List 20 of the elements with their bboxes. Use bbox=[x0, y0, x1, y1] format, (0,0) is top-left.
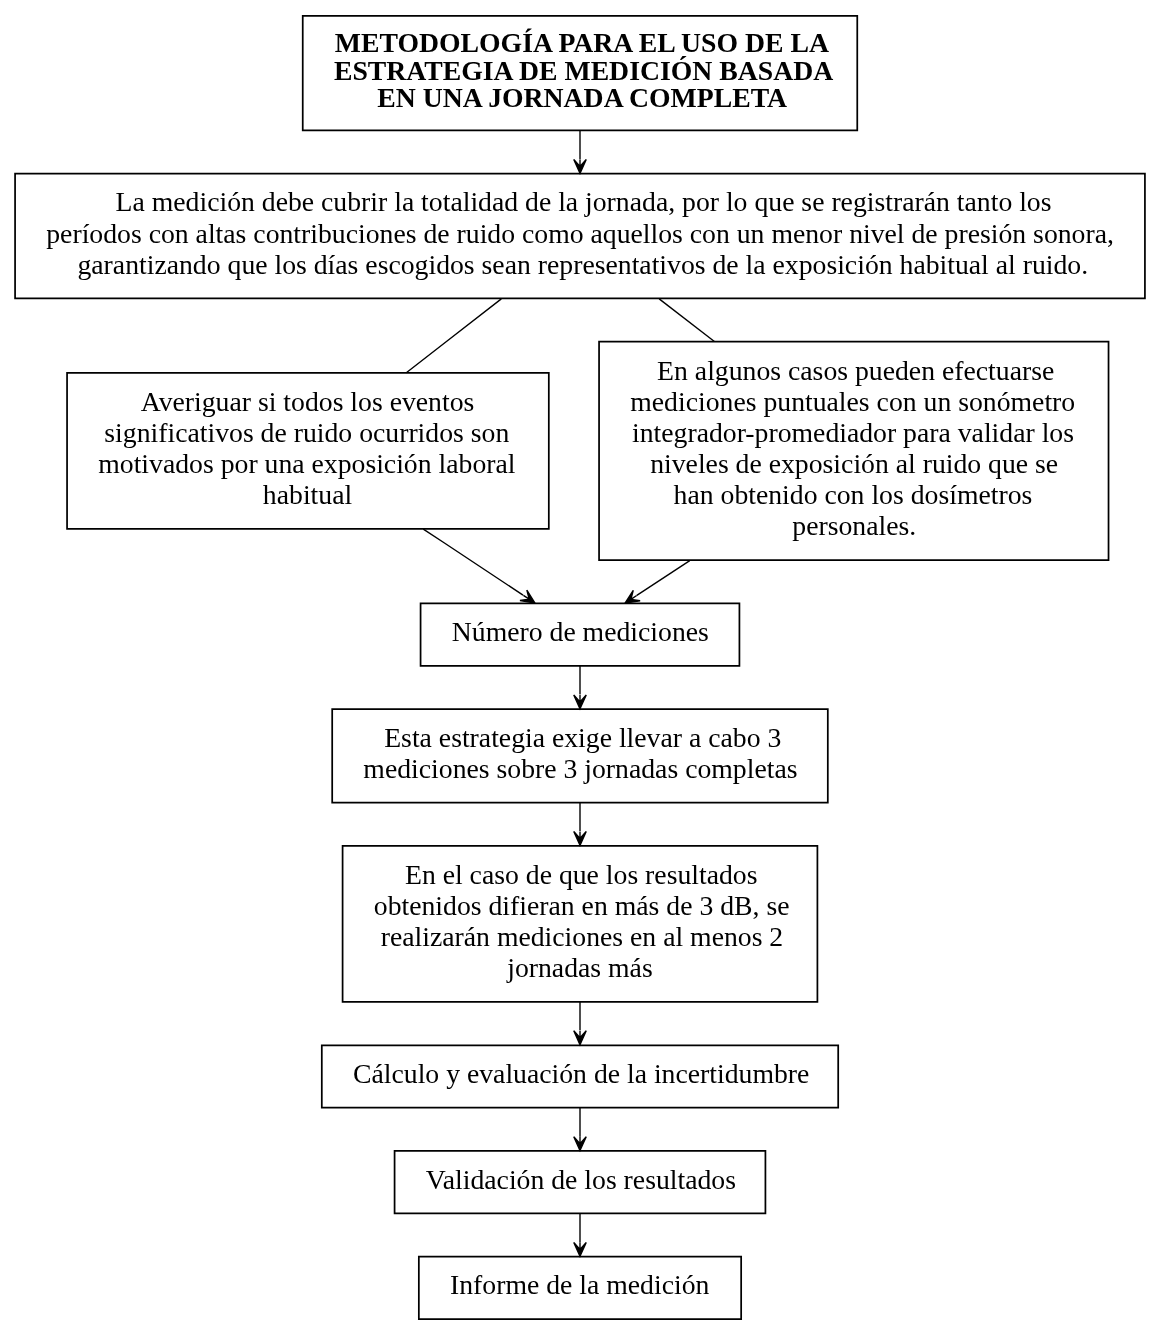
node-box: Número de mediciones bbox=[419, 602, 741, 667]
arrow bbox=[573, 664, 587, 709]
arrow bbox=[422, 527, 536, 604]
node-box: METODOLOGÍA PARA EL USO DE LA ESTRATEGIA DE MEDICIÓN BASADA EN UNA JORNADA COMPLETA bbox=[301, 14, 859, 131]
node-box: Cálculo y evaluación de la incertidumbre bbox=[320, 1043, 840, 1109]
node-box: Esta estrategia exige llevar a cabo 3 mediciones sobre 3 jornadas completas bbox=[331, 707, 829, 804]
arrow bbox=[573, 801, 587, 846]
connector bbox=[405, 297, 502, 373]
arrow bbox=[573, 1106, 587, 1151]
arrow bbox=[573, 129, 587, 174]
arrow bbox=[573, 1212, 587, 1257]
node-box: En el caso de que los resultados obtenidos difieran en más de 3 dB, se realizarán mediciones en al menos 2 jornadas más bbox=[341, 844, 819, 1003]
arrow bbox=[573, 1000, 587, 1045]
node-box: Validación de los resultados bbox=[393, 1149, 767, 1214]
node-box: Informe de la medición bbox=[417, 1255, 743, 1320]
node-box: En algunos casos pueden efectuarse mediciones puntuales con un sonómetro integrador-promediador para validar los niveles de exposición al ruido que se han obtenido con los dosímetros personales. bbox=[598, 340, 1110, 561]
arrow bbox=[624, 559, 691, 604]
node-box: Averiguar si todos los eventos significativos de ruido ocurridos son motivados por una exposición laboral habitual bbox=[66, 371, 550, 530]
connector bbox=[658, 297, 716, 342]
node-box: La medición debe cubrir la totalidad de la jornada, por lo que se registrarán tanto los períodos con altas contribuciones de ruido como aquellos con un menor nivel de presión sonora, garantizando que los días escogidos sean representativos de la exposición habitual al ruido. bbox=[14, 172, 1146, 299]
